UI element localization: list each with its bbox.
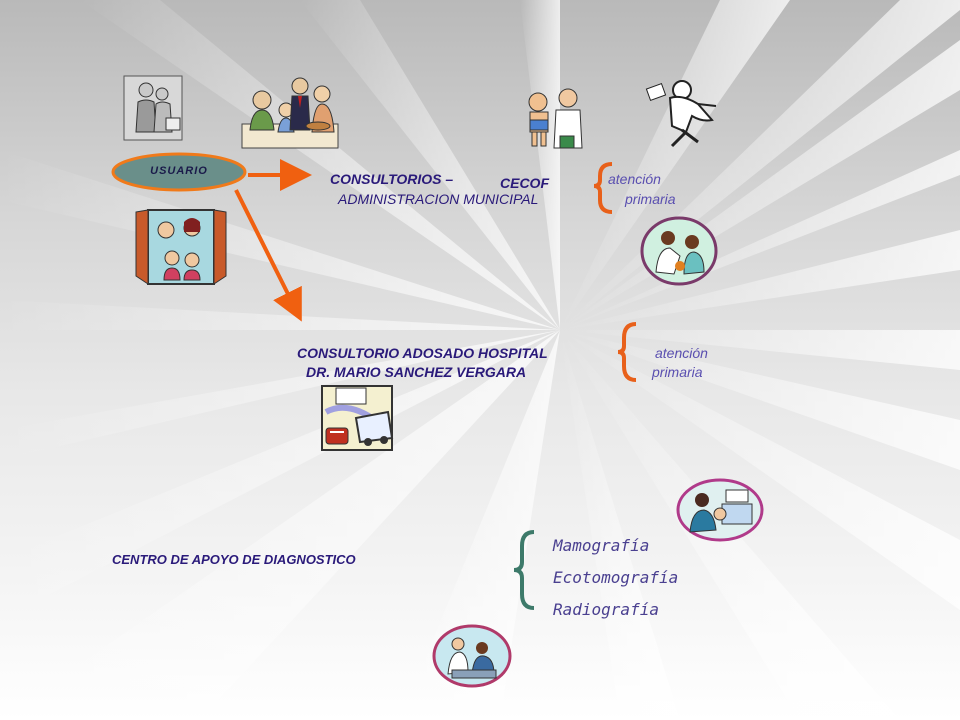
brace-hospital — [617, 322, 637, 382]
brace-cecof — [593, 162, 613, 214]
doctor-child-clipart-icon — [528, 88, 583, 149]
cecof-line1: CONSULTORIOS – — [330, 171, 454, 187]
usuario-label: USUARIO — [150, 165, 208, 177]
cecof-primaria: primaria — [625, 191, 676, 207]
service-ecotomografia: Ecotomografía — [553, 568, 679, 587]
cecof-label: CECOF — [500, 175, 549, 191]
hospital-primaria: primaria — [652, 364, 703, 380]
hospital-line2: DR. MARIO SANCHEZ VERGARA — [306, 364, 527, 380]
family-dinner-clipart-icon — [241, 77, 339, 149]
hospital-ambulance-clipart-icon — [321, 385, 394, 451]
service-mamografia: Mamografía — [553, 536, 650, 555]
centro-title: CENTRO DE APOYO DE DIAGNOSTICO — [112, 552, 356, 567]
cecof-line2: ADMINISTRACION MUNICIPAL — [338, 191, 539, 207]
running-nurse-clipart-icon — [645, 80, 717, 148]
hospital-line1: CONSULTORIO ADOSADO HOSPITAL — [297, 345, 548, 361]
family-window-clipart-icon — [135, 209, 227, 285]
elderly-couple-clipart-icon — [123, 75, 183, 141]
service-radiografia: Radiografía — [553, 600, 659, 619]
mammography-clipart-icon — [676, 478, 764, 542]
cecof-atencion: atención — [608, 171, 661, 187]
usuario-ellipse — [111, 152, 247, 192]
usuario-node: USUARIO — [110, 152, 248, 192]
arrow-to-hospital — [234, 189, 302, 322]
doctor-patient-clipart-icon — [640, 216, 718, 286]
xray-clipart-icon — [432, 624, 512, 688]
brace-diagnostico — [513, 530, 535, 610]
hospital-atencion: atención — [655, 345, 708, 361]
